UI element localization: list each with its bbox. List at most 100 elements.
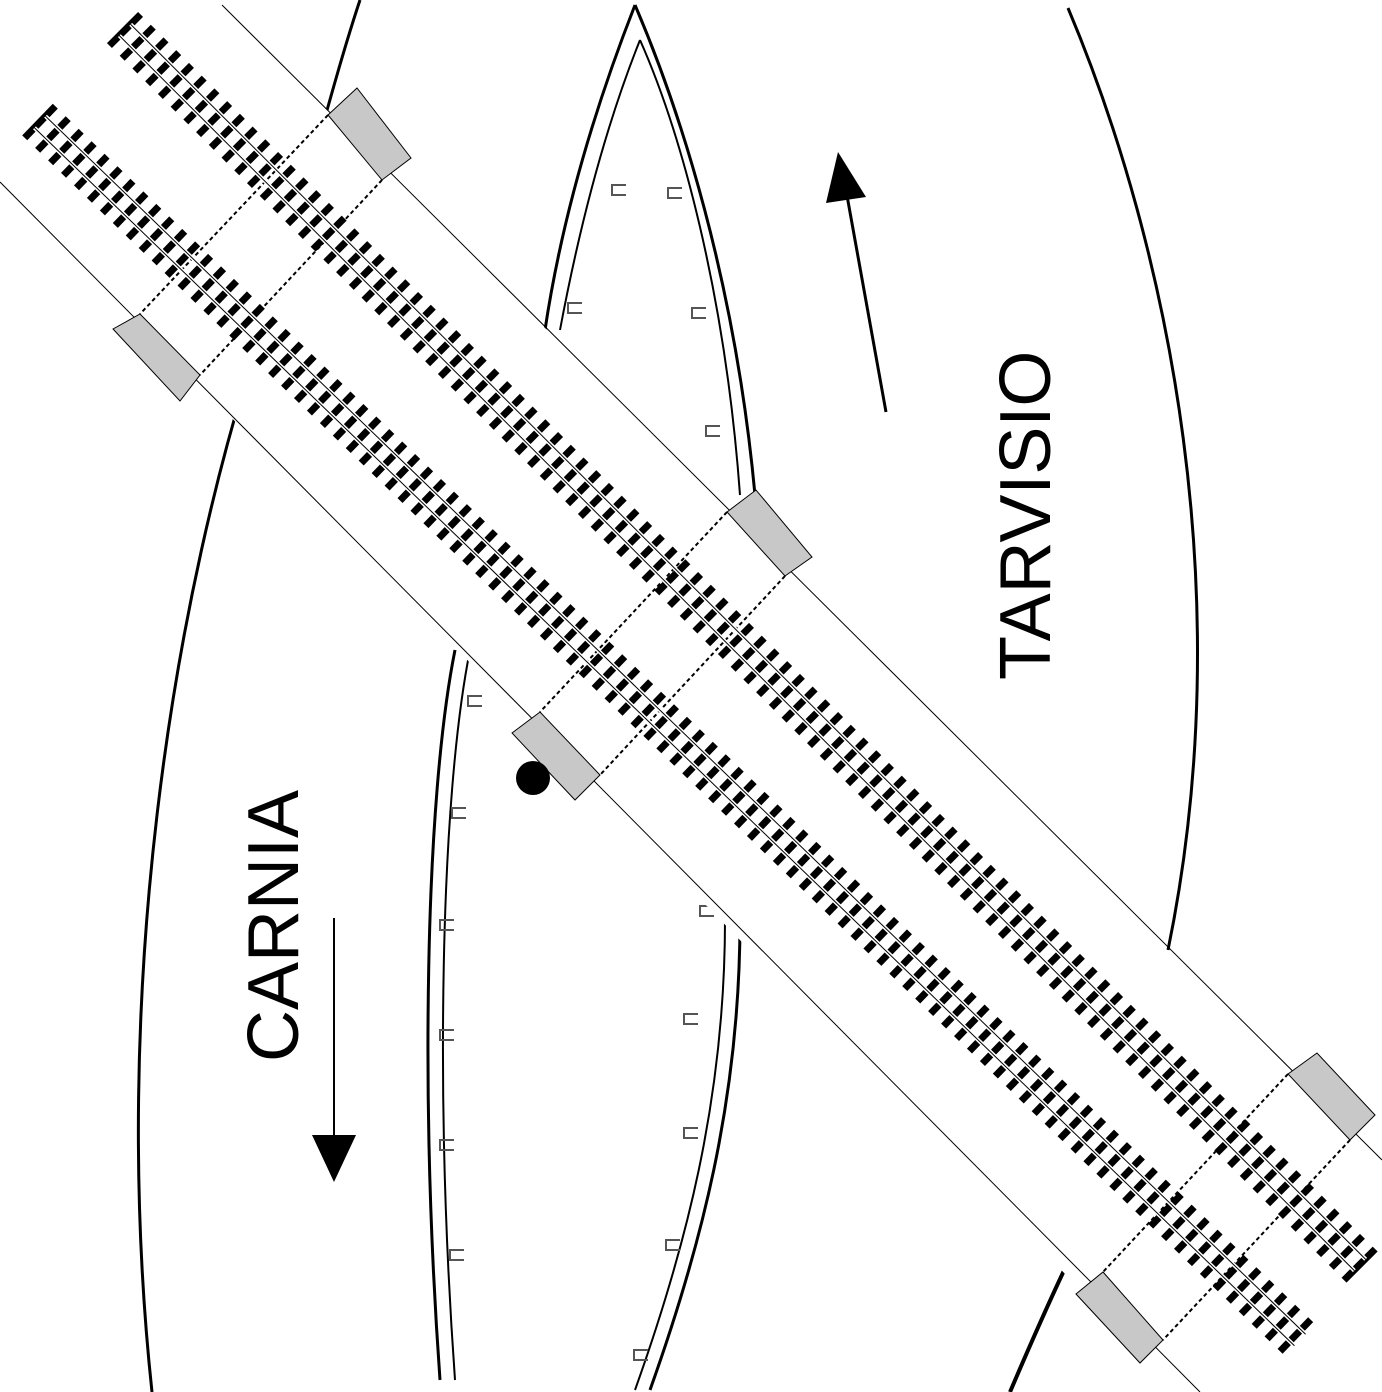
sleeper [61,141,97,178]
sleeper [106,11,144,49]
sleeper [603,508,640,545]
sleeper [145,50,182,87]
sleeper [1057,1104,1094,1142]
sleeper [857,762,894,799]
sleeper [501,566,537,604]
right-outer-bank-line-lower [1008,1261,1070,1392]
sleeper [285,190,322,227]
sleeper [397,466,434,504]
sleeper [985,890,1022,927]
sleeper [1148,1192,1184,1229]
sleeper [423,491,460,529]
sleeper [1096,1142,1132,1179]
sleeper [1251,1292,1288,1329]
island-lower-right-outer-line [648,919,742,1391]
sleeper [1290,1195,1327,1232]
sleeper [692,597,729,634]
sleeper [591,654,628,691]
sleeper [1005,1054,1042,1092]
sleeper [170,75,207,112]
sleeper [242,316,278,353]
support-pier-3 [726,489,813,577]
sleeper [954,1004,990,1041]
sleeper [48,128,84,166]
sleeper [1112,1017,1149,1054]
sleeper [743,648,780,685]
sleeper [1239,1144,1276,1181]
sleeper [863,916,900,954]
sleeper [132,37,169,74]
island-inner-right-line [639,39,741,496]
sleeper [870,775,907,812]
sleeper [1252,1157,1289,1194]
sleeper [1212,1254,1249,1292]
sleeper [1137,1042,1174,1079]
sleeper [654,559,691,596]
sleeper [921,826,958,863]
sleeper [151,228,188,266]
sleeper [794,699,831,736]
sleeper [384,454,421,491]
tarvisio-label: TARVISIO [986,351,1066,680]
sleeper [268,341,304,378]
sleeper [746,804,783,841]
sleeper [1018,1067,1055,1104]
island-outer-left-line [543,4,637,331]
sleeper [1303,1208,1340,1245]
sleeper [1316,1221,1353,1258]
sleeper [941,991,977,1029]
sleeper [208,113,245,150]
support-pier-5 [1287,1052,1376,1141]
sleeper [1099,1004,1136,1041]
sleeper [717,622,754,659]
right-outer-bank-line [1066,7,1199,951]
sleeper [807,712,844,749]
sleeper [437,342,474,379]
sleeper [590,495,627,532]
bridge-deck [0,4,1382,1392]
sleeper [1341,1246,1378,1283]
sleeper [845,750,882,787]
sleeper [539,604,576,641]
sleeper [332,403,369,441]
sleeper [410,479,447,516]
sleeper [164,241,201,278]
sleeper [526,591,563,629]
island-lower-left-inner-line [442,649,471,1381]
sleeper [992,1042,1029,1079]
sleeper [959,864,996,901]
sleeper [234,139,271,176]
sleeper [1214,1119,1251,1156]
sleeper [669,729,705,766]
sleeper [997,902,1034,939]
sleeper [412,317,449,354]
sleeper [345,416,382,454]
sleeper [513,579,550,616]
sleeper [514,419,551,456]
sleeper [86,166,123,203]
sleeper [488,393,525,430]
sleeper [1135,1179,1171,1217]
sleeper [526,431,564,469]
sleeper [966,1017,1003,1054]
sleeper [1265,1170,1302,1207]
sleeper [1087,992,1124,1029]
sleeper [915,966,951,1004]
sleeper [756,661,793,698]
sleeper [1328,1233,1365,1270]
sleeper [832,737,869,774]
sleeper [281,353,317,391]
sleeper [1188,1093,1225,1130]
sleeper [297,202,334,239]
sleeper [310,215,347,252]
sleeper [1186,1229,1223,1267]
sleeper [552,616,589,654]
sleeper [1264,1304,1301,1342]
sleeper [1225,1267,1262,1304]
sleeper [1036,941,1073,978]
sleeper [361,266,398,303]
sleeper [811,866,848,904]
arrow-up-icon [826,152,888,413]
sleeper [462,529,498,566]
